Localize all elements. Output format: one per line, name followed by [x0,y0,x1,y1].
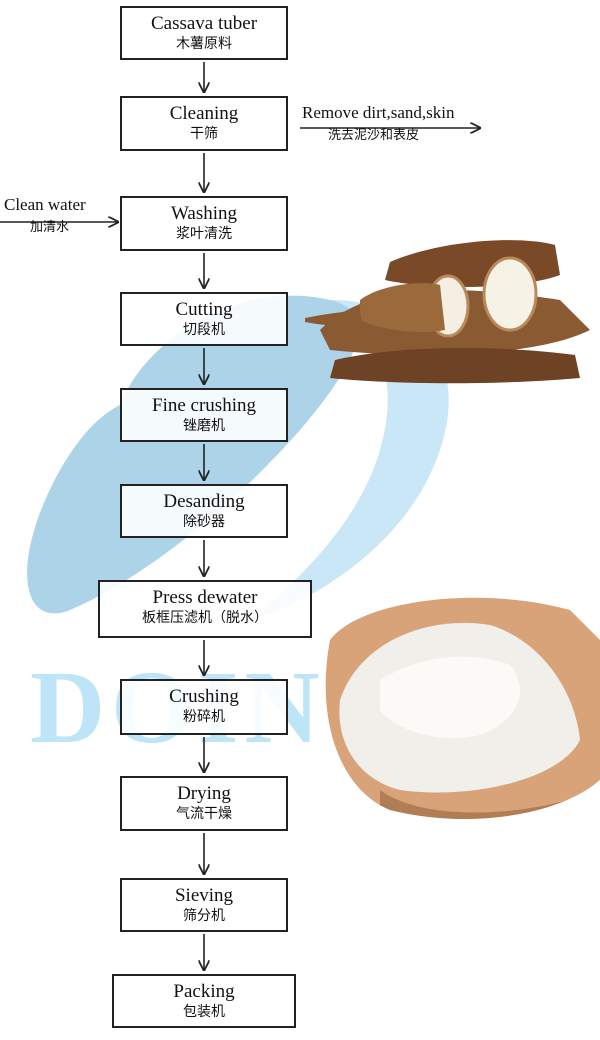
step-label-zh: 切段机 [183,322,225,338]
step-label-zh: 浆叶清洗 [176,226,232,242]
side-input-en: Clean water [4,195,86,214]
step-washing: Washing 浆叶清洗 [120,196,288,251]
step-label-en: Cleaning [169,103,239,124]
step-fine-crushing: Fine crushing 锉磨机 [120,388,288,442]
side-output-label: Remove dirt,sand,skin 洗去泥沙和表皮 [302,104,455,144]
side-input-label: Clean water 加清水 [4,196,86,236]
step-crushing: Crushing 粉碎机 [120,679,288,735]
step-label-en: Sieving [174,885,234,906]
step-label-en: Crushing [169,686,239,707]
step-label-zh: 干筛 [190,126,218,142]
step-packing: Packing 包装机 [112,974,296,1028]
step-label-zh: 筛分机 [183,908,225,924]
step-label-en: Drying [177,783,231,804]
side-output-en: Remove dirt,sand,skin [302,103,455,122]
step-label-zh: 木薯原料 [176,36,232,52]
step-label-zh: 粉碎机 [183,709,225,725]
step-press-dewater: Press dewater 板框压滤机（脱水） [98,580,312,638]
step-label-en: Packing [173,981,235,1002]
side-input-zh: 加清水 [30,220,70,235]
step-desanding: Desanding 除砂器 [120,484,288,538]
step-label-zh: 板框压滤机（脱水） [142,610,268,626]
step-label-en: Cutting [175,299,233,320]
step-label-en: Washing [170,203,238,224]
step-label-zh: 除砂器 [183,514,225,530]
step-label-zh: 包装机 [183,1004,225,1020]
step-label-zh: 锉磨机 [183,418,225,434]
step-label-en: Fine crushing [152,395,256,416]
step-sieving: Sieving 筛分机 [120,878,288,932]
step-label-en: Cassava tuber [150,13,258,34]
step-cassava-tuber: Cassava tuber 木薯原料 [120,6,288,60]
step-cleaning: Cleaning 干筛 [120,96,288,151]
step-label-en: Press dewater [152,587,258,608]
step-cutting: Cutting 切段机 [120,292,288,346]
step-label-en: Desanding [163,491,245,512]
side-output-zh: 洗去泥沙和表皮 [328,128,420,143]
step-label-zh: 气流干燥 [176,806,232,822]
step-drying: Drying 气流干燥 [120,776,288,831]
